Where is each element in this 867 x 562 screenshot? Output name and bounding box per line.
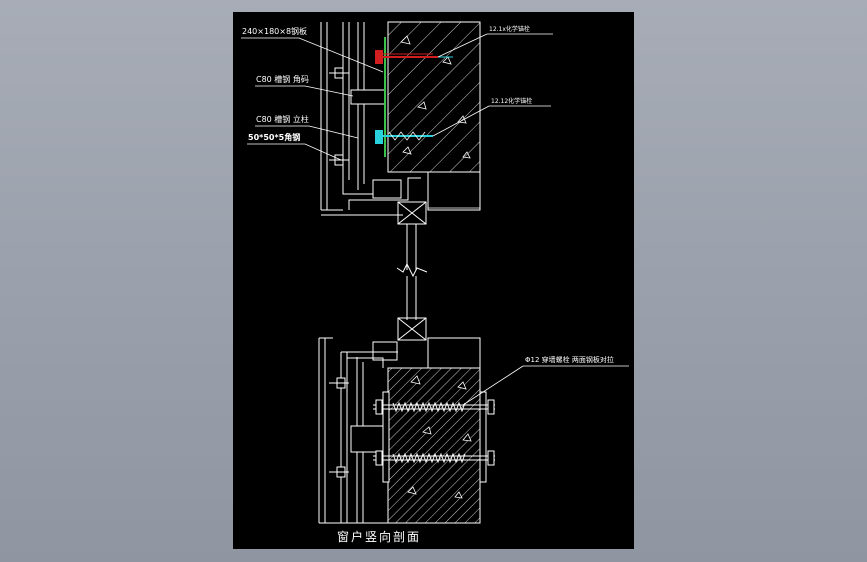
bottom-slab-ledge <box>427 337 481 369</box>
cladding-fixings-bottom <box>329 377 349 478</box>
chemical-anchor-mid <box>375 130 433 144</box>
top-detail <box>320 21 481 225</box>
label-angle-c80: C80 槽钢 角码 <box>256 74 309 84</box>
bottom-angle-bracket <box>350 425 384 453</box>
label-steel-plate: 240×180×8钢板 <box>242 26 307 36</box>
bottom-concrete-wall <box>387 367 481 524</box>
chemical-anchor-top <box>375 50 453 64</box>
cladding-fixings-top <box>329 67 349 166</box>
leader-lines <box>241 33 629 406</box>
angle-bracket-c80 <box>350 89 386 105</box>
drawing-sheet: 240×180×8钢板 C80 槽钢 角码 C80 槽钢 立柱 50*50*5角… <box>233 12 634 549</box>
label-angle-steel: 50*50*5角钢 <box>248 132 300 142</box>
bottom-detail <box>318 317 495 524</box>
annotation-labels: 240×180×8钢板 C80 槽钢 角码 C80 槽钢 立柱 50*50*5角… <box>242 25 614 544</box>
window-vertical-section-drawing: 240×180×8钢板 C80 槽钢 角码 C80 槽钢 立柱 50*50*5角… <box>241 21 629 544</box>
label-bolt-top: 12.1x化学锚栓 <box>489 25 530 33</box>
through-bolt-lower <box>373 450 495 466</box>
label-bolt-mid: 12.12化学锚栓 <box>491 97 532 105</box>
bottom-aggregate-marks <box>407 375 472 499</box>
window-head-block <box>397 201 427 225</box>
inner-steel-plate <box>382 391 390 483</box>
window-sill-block <box>397 317 427 341</box>
through-bolt-upper <box>373 399 495 415</box>
top-aggregate-marks <box>400 35 471 159</box>
drawing-title: 窗户竖向剖面 <box>337 529 421 544</box>
top-concrete-wall <box>387 21 481 173</box>
label-c80-column: C80 槽钢 立柱 <box>256 114 309 124</box>
window-frame <box>396 224 428 320</box>
label-through-bolt: Φ12 穿墙螺栓 两面钢板对拉 <box>525 355 614 364</box>
top-slab-ledge <box>427 171 481 211</box>
